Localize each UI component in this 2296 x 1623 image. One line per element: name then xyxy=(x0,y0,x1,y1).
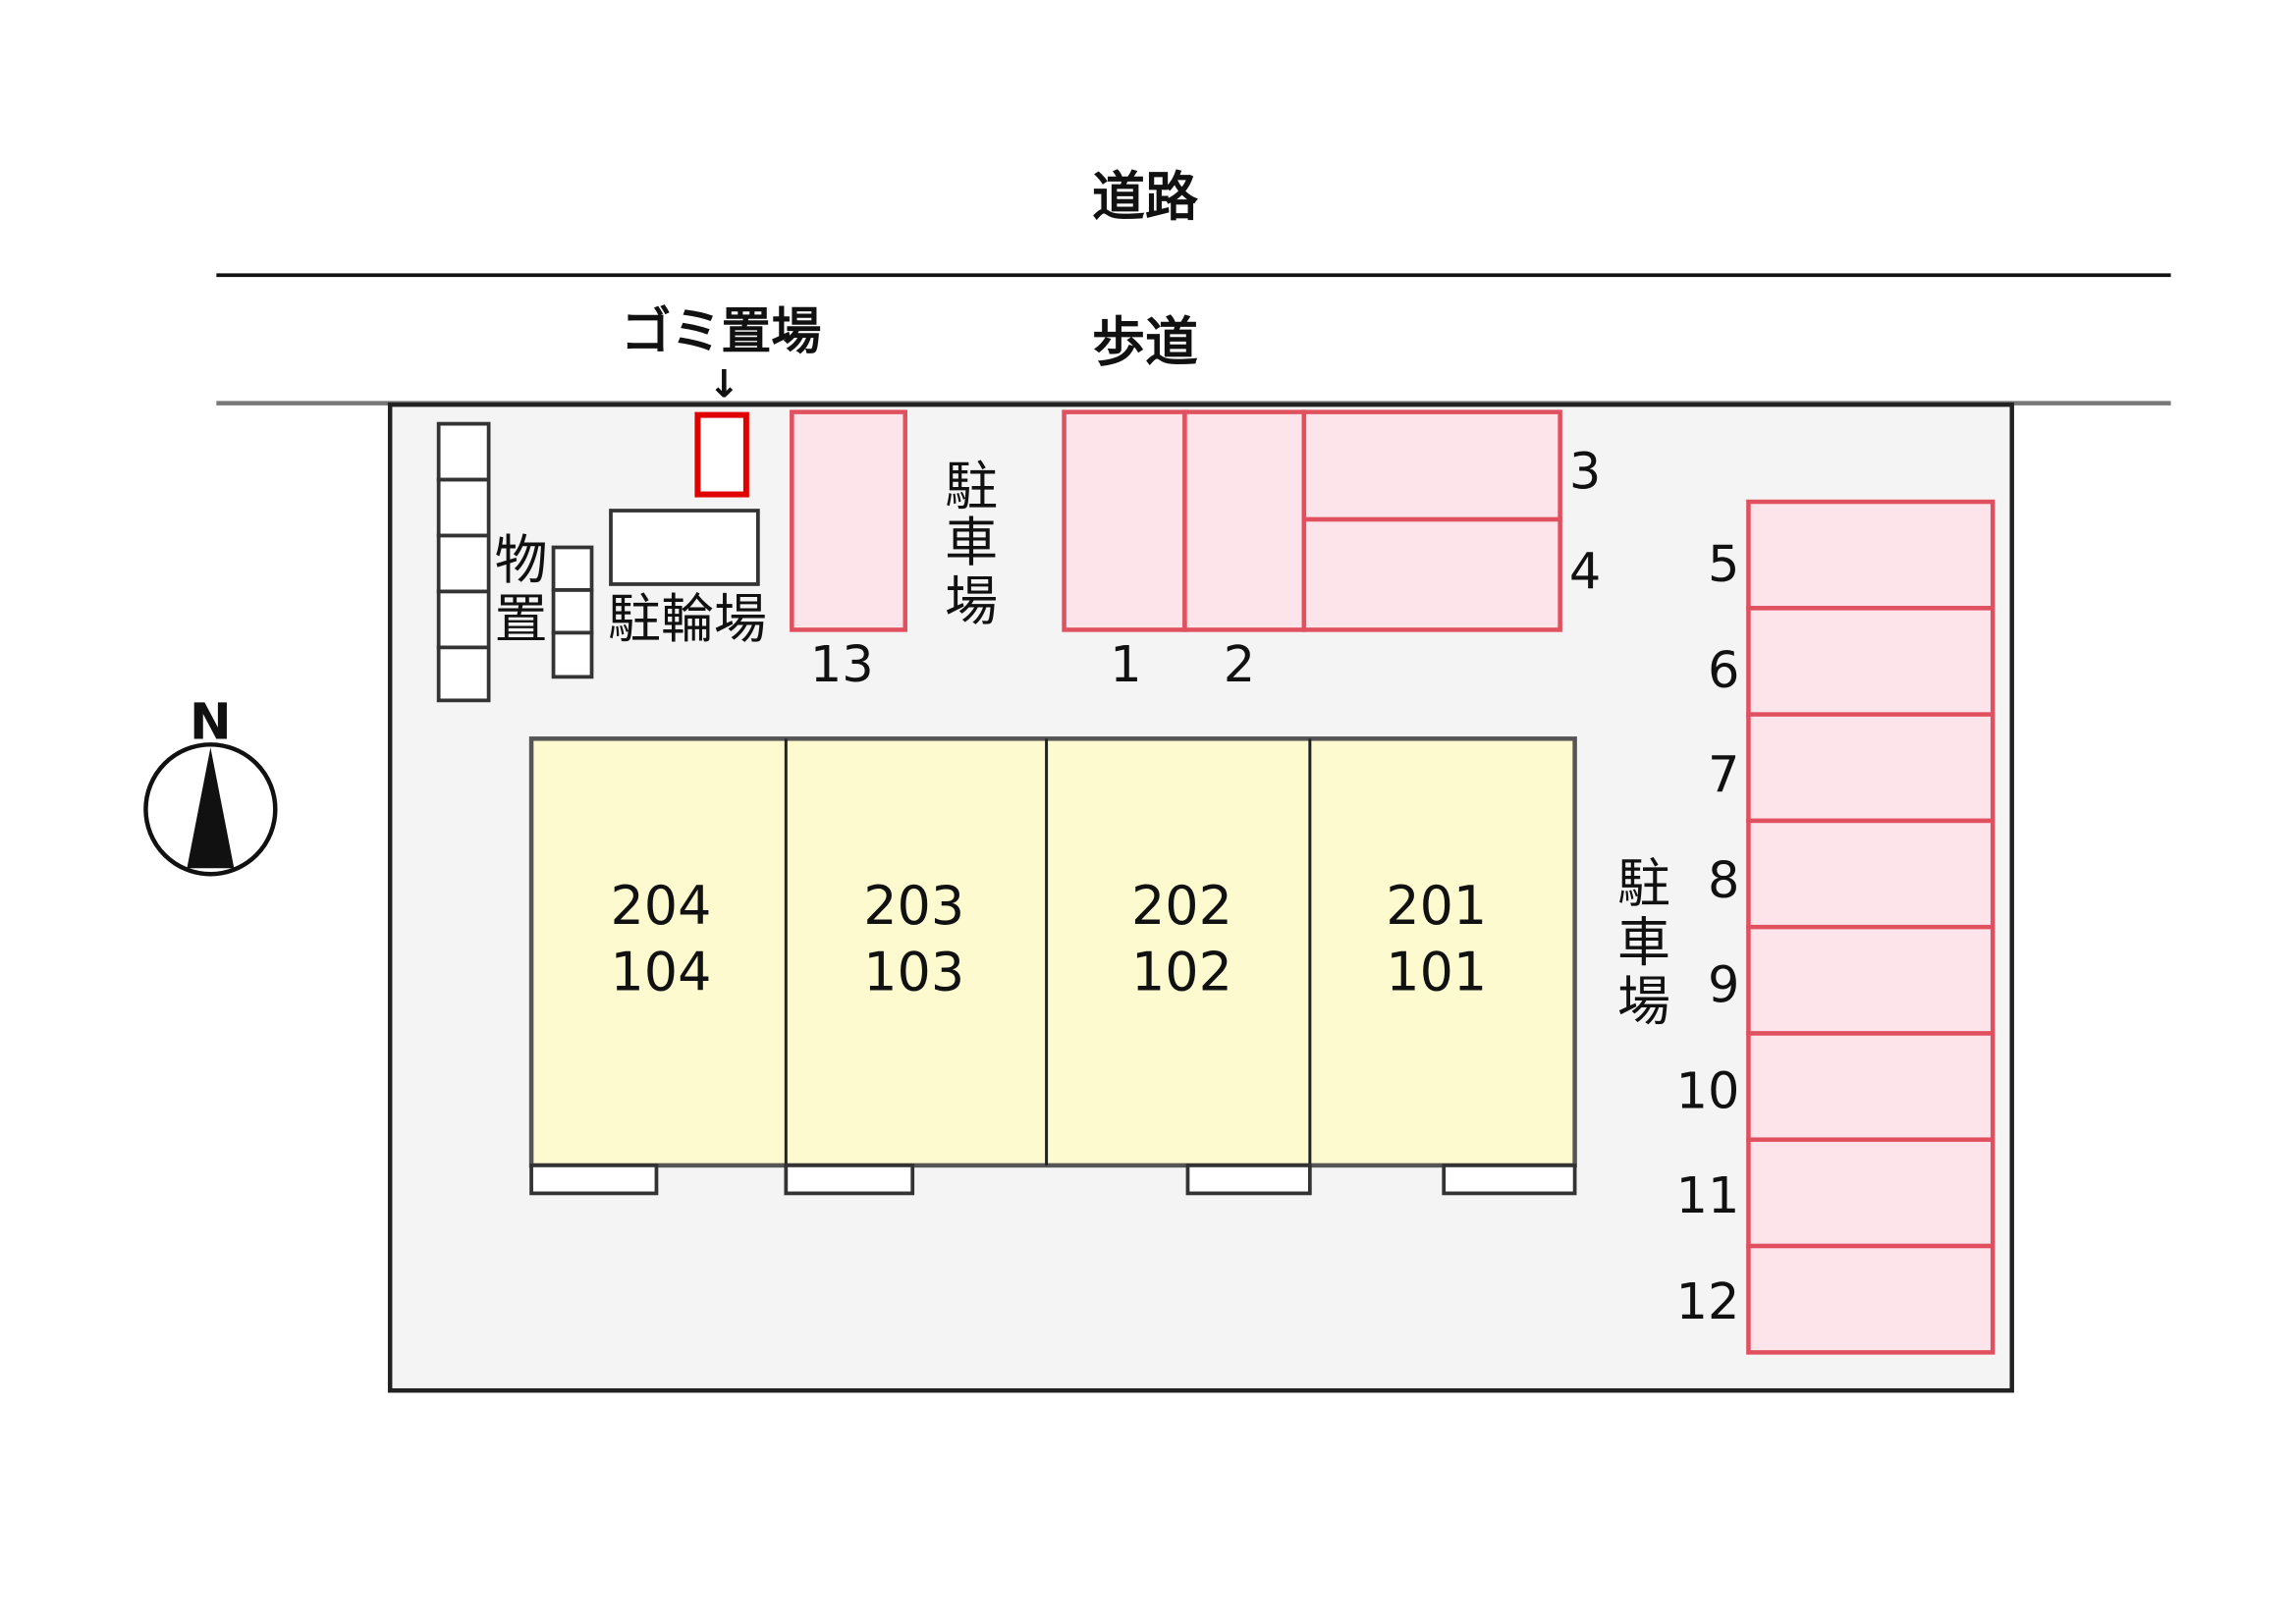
parking-number: 1 xyxy=(1110,636,1141,694)
parking-space-3 xyxy=(1301,409,1562,522)
unit-lower: 104 xyxy=(610,942,711,1003)
north-compass-icon: N xyxy=(143,693,278,877)
parking-number: 10 xyxy=(1676,1062,1740,1120)
parking-label: 駐 xyxy=(945,456,998,517)
parking-space-1 xyxy=(1062,409,1187,632)
garbage-arrow: ↓ xyxy=(708,363,740,407)
unit-lower: 102 xyxy=(1131,942,1232,1003)
unit-upper: 203 xyxy=(863,875,964,937)
parking-label: 車 xyxy=(945,512,998,573)
unit-upper: 201 xyxy=(1386,875,1487,937)
unit-lower: 101 xyxy=(1386,942,1487,1003)
bicycle-parking xyxy=(609,509,760,586)
storage-label: 物 xyxy=(495,529,548,591)
parking-label: 場 xyxy=(945,570,998,632)
storage-label: 置 xyxy=(495,588,548,650)
entrance-porch xyxy=(784,1163,915,1196)
unit-upper: 202 xyxy=(1131,875,1232,937)
entrance-porch xyxy=(1442,1163,1577,1196)
sidewalk-label: 歩道 xyxy=(1092,311,1198,373)
parking-space-4 xyxy=(1301,516,1562,632)
parking-space-13 xyxy=(790,409,907,632)
unit-lower: 103 xyxy=(863,942,964,1003)
bicycle-parking-label: 駐輪場 xyxy=(608,588,767,650)
parking-number: 7 xyxy=(1708,746,1739,804)
compass-north-label: N xyxy=(190,693,232,751)
parking-number: 6 xyxy=(1708,642,1739,700)
entrance-porch xyxy=(1185,1163,1312,1196)
garbage-area xyxy=(694,411,749,498)
parking-number: 13 xyxy=(810,636,874,694)
building xyxy=(528,736,1577,1196)
parking-number: 9 xyxy=(1708,957,1739,1015)
unit-upper: 204 xyxy=(610,875,711,937)
garbage-label: ゴミ置場 xyxy=(622,303,822,361)
parking-number: 12 xyxy=(1676,1273,1740,1331)
parking-space-2 xyxy=(1182,409,1307,632)
parking-number: 2 xyxy=(1224,636,1255,694)
parking-label: 場 xyxy=(1617,971,1670,1033)
parking-number: 4 xyxy=(1569,543,1601,601)
storage-small-column xyxy=(551,545,594,679)
storage-left-column xyxy=(436,421,491,703)
parking-number: 3 xyxy=(1569,444,1601,502)
entrance-porch xyxy=(529,1163,659,1196)
parking-label: 車 xyxy=(1617,912,1670,974)
parking-number: 5 xyxy=(1708,536,1739,594)
parking-label: 駐 xyxy=(1617,853,1670,915)
road-label: 道路 xyxy=(1092,166,1199,228)
parking-number: 11 xyxy=(1676,1167,1740,1225)
parking-number: 8 xyxy=(1708,852,1739,910)
right-parking-column xyxy=(1746,499,1995,1355)
